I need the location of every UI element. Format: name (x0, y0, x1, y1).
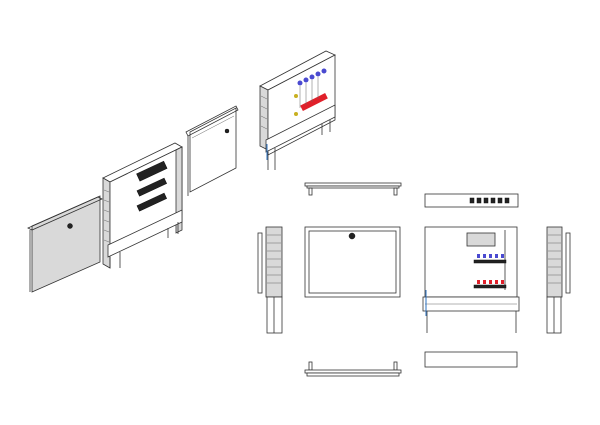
front-view-box (422, 226, 520, 333)
right-side-view (546, 226, 571, 334)
bottom-view-door (304, 361, 402, 377)
supply-valves (477, 280, 504, 284)
front-view-door (304, 226, 401, 298)
top-view-box (424, 193, 519, 208)
iso-door-closed (27, 195, 103, 293)
brass-fitting (294, 94, 298, 98)
bottom-view-box (424, 351, 518, 368)
supply-valves (300, 92, 328, 112)
black-manifold (136, 160, 168, 212)
iso-door (185, 105, 239, 196)
iso-box-color-manifold (259, 50, 336, 170)
iso-box-black-manifold (102, 142, 183, 269)
lock-icon (348, 232, 356, 240)
top-view-door (304, 182, 402, 196)
brass-fitting (294, 112, 298, 116)
return-valves (297, 68, 327, 86)
left-side-view (257, 226, 283, 334)
return-valves (477, 254, 504, 258)
